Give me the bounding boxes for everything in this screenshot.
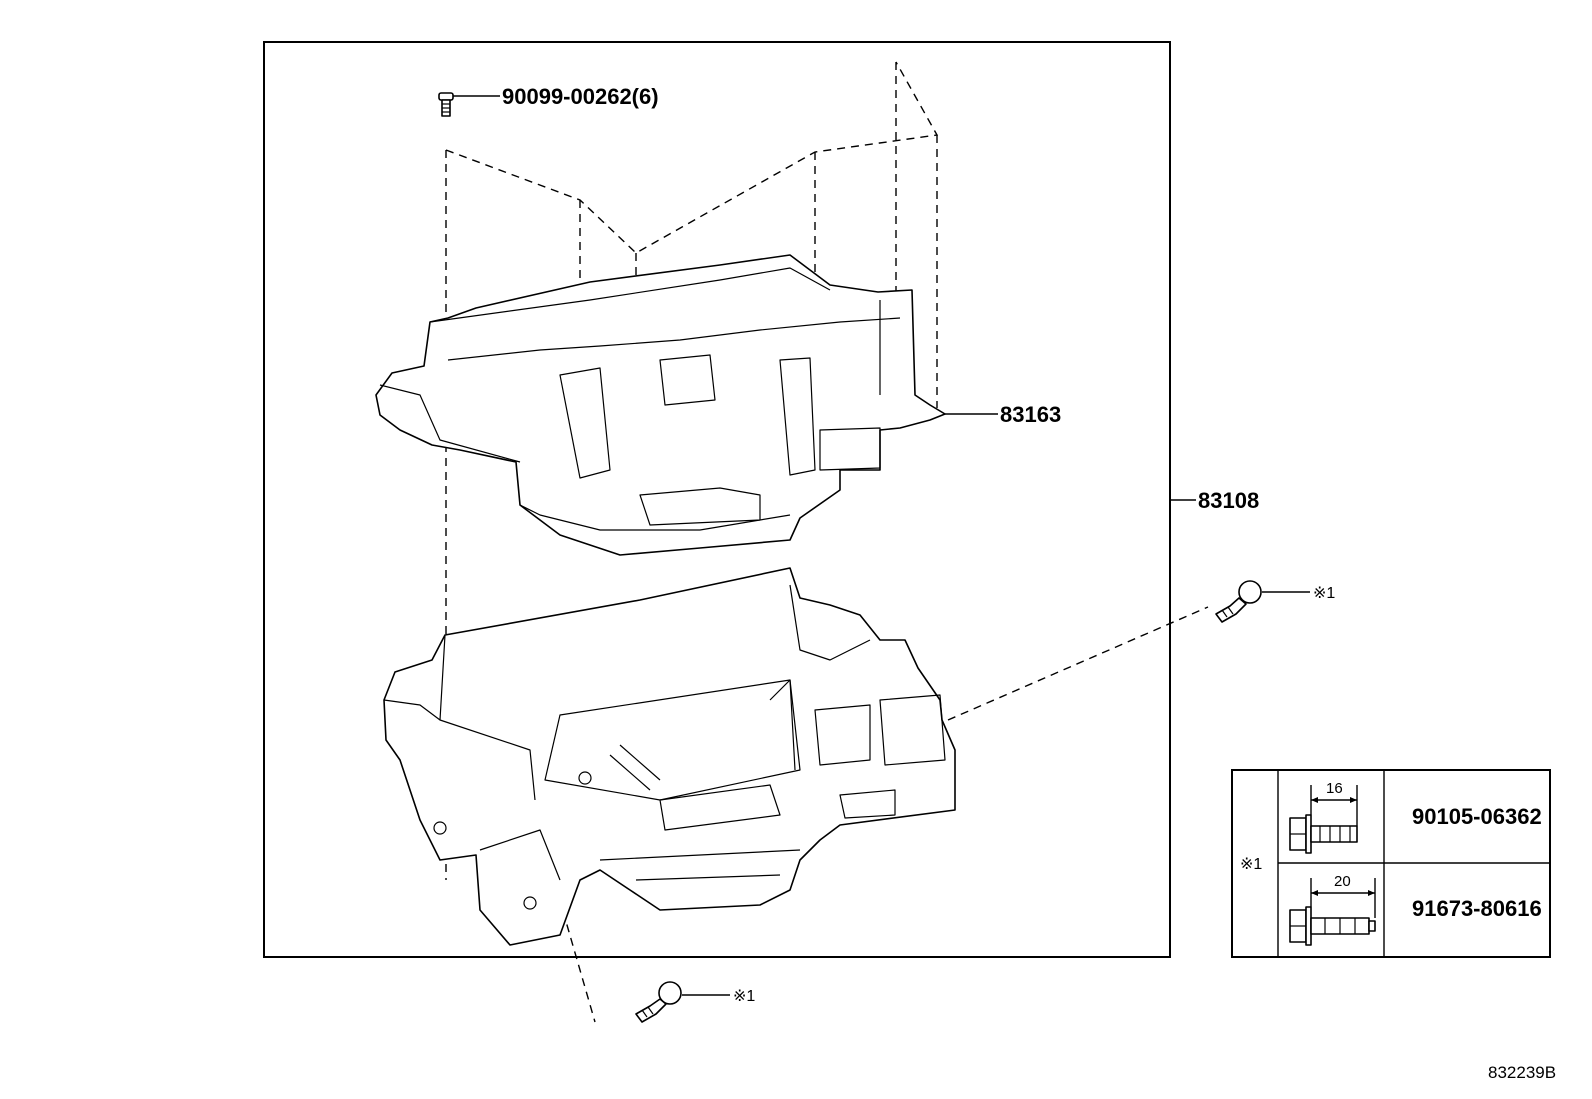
legend-mark: ※1 — [1240, 856, 1262, 873]
bolt-16-icon — [1289, 785, 1358, 854]
fastener-legend: ※1 16 90105-06362 — [1231, 769, 1551, 958]
upper-housing-part-number: 83163 — [1000, 402, 1061, 427]
bolt-right-mark: ※1 — [1313, 585, 1335, 602]
bolt-20-length: 20 — [1334, 873, 1351, 890]
bolt-16-part-number: 90105-06362 — [1412, 804, 1542, 829]
lower-housing — [383, 567, 956, 946]
screw-part-number: 90099-00262(6) — [502, 84, 659, 109]
bolt-icon — [635, 981, 682, 1023]
bolt-20-part-number: 91673-80616 — [1412, 896, 1542, 921]
bolt-bottom-mark: ※1 — [733, 988, 755, 1005]
figure-number: 832239B — [1488, 1063, 1556, 1082]
assembly-part-number: 83108 — [1198, 488, 1259, 513]
bolt-icon — [1215, 580, 1262, 623]
bolt-16-length: 16 — [1326, 780, 1343, 797]
screw-icon — [438, 92, 454, 117]
upper-housing — [375, 254, 946, 556]
bolt-20-icon — [1289, 878, 1376, 946]
